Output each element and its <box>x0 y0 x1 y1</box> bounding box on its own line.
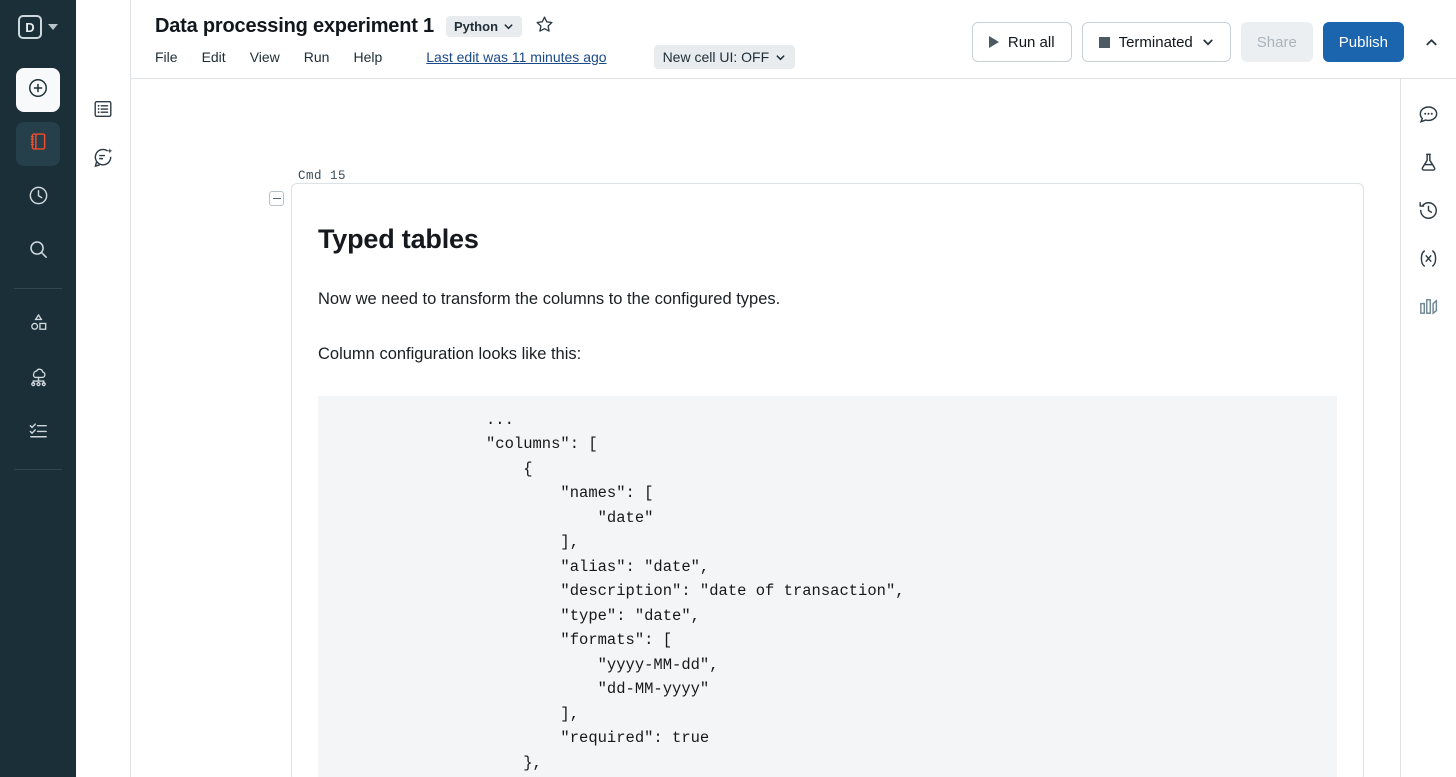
search-icon <box>27 238 50 266</box>
chevron-down-icon <box>1203 39 1213 46</box>
table-of-contents-icon[interactable] <box>90 96 116 122</box>
menu-item-run[interactable]: Run <box>303 49 330 65</box>
play-icon <box>988 36 999 48</box>
cell-collapse-toggle[interactable] <box>269 191 284 206</box>
workspace-icon <box>28 131 49 157</box>
catalog-icon <box>27 311 50 339</box>
brand-logo[interactable]: D <box>0 0 76 54</box>
markdown-heading: Typed tables <box>318 224 479 254</box>
notebook-cell[interactable]: Typed tables Now we need to transform th… <box>291 183 1364 777</box>
menu-item-edit[interactable]: Edit <box>201 49 226 65</box>
menu-item-help[interactable]: Help <box>353 49 383 65</box>
sidebar-item-workflows[interactable] <box>16 357 60 401</box>
language-label: Python <box>453 18 499 34</box>
page-title[interactable]: Data processing experiment 1 <box>155 14 434 37</box>
notebook-body: Cmd 15 Typed tables Now we need to trans… <box>131 79 1400 777</box>
stop-square-icon <box>1098 36 1110 48</box>
menu-item-file[interactable]: File <box>155 49 178 65</box>
sidebar-item-catalog[interactable] <box>16 303 60 347</box>
chevron-down-icon <box>504 23 513 29</box>
favorite-star-icon[interactable] <box>534 14 555 39</box>
logo-badge: D <box>18 15 42 39</box>
header-title-row: Data processing experiment 1 Python <box>155 0 1456 42</box>
markdown-paragraph-2: Column configuration looks like this: <box>318 345 582 364</box>
logo-caret-icon <box>48 24 58 30</box>
menu-item-view[interactable]: View <box>249 49 280 65</box>
code-block: ... "columns": [ { "names": [ "date" ], … <box>318 395 1337 777</box>
new-cell-ui-toggle[interactable]: New cell UI: OFF <box>653 45 796 69</box>
publish-button[interactable]: Publish <box>1322 22 1404 62</box>
rail-divider-1 <box>14 288 62 289</box>
cell-command-label: Cmd 15 <box>298 169 347 183</box>
comments-icon[interactable] <box>1416 101 1442 127</box>
sidebar-item-workspace[interactable] <box>16 122 60 166</box>
language-selector[interactable]: Python <box>445 15 523 37</box>
header-menu-row: File Edit View Run Help Last edit was 11… <box>155 42 1456 72</box>
variables-icon[interactable] <box>1416 245 1442 271</box>
sidebar-item-tasks[interactable] <box>16 411 60 455</box>
workflows-icon <box>27 365 50 393</box>
run-all-label: Run all <box>1007 33 1055 51</box>
sidebar-item-recents[interactable] <box>16 176 60 220</box>
minus-icon <box>272 198 281 199</box>
last-edit-link[interactable]: Last edit was 11 minutes ago <box>426 49 607 65</box>
notebook-tool-strip <box>76 0 131 777</box>
right-tool-rail <box>1400 79 1456 777</box>
main-column: Data processing experiment 1 Python File… <box>131 0 1456 777</box>
cluster-status-label: Terminated <box>1118 33 1193 51</box>
data-profile-icon[interactable] <box>1416 293 1442 319</box>
markdown-paragraph-1: Now we need to transform the columns to … <box>318 290 781 308</box>
left-nav-rail: D <box>0 0 76 777</box>
mlflow-experiment-icon[interactable] <box>1416 149 1442 175</box>
rail-divider-2 <box>14 469 62 470</box>
run-all-button[interactable]: Run all <box>971 22 1072 62</box>
recents-icon <box>27 184 50 212</box>
header-actions: Run all Terminated Share Publish <box>971 22 1448 62</box>
collapse-header-chevron-up-icon[interactable] <box>1414 25 1448 59</box>
share-button[interactable]: Share <box>1240 22 1313 62</box>
new-icon <box>27 77 49 104</box>
sidebar-item-new[interactable] <box>16 68 60 112</box>
menubar: File Edit View Run Help <box>155 49 382 65</box>
new-cell-ui-label: New cell UI: OFF <box>662 49 770 65</box>
chevron-down-icon <box>776 54 785 60</box>
sidebar-item-search[interactable] <box>16 230 60 274</box>
tasks-icon <box>27 419 50 447</box>
cluster-status-button[interactable]: Terminated <box>1081 22 1231 62</box>
notebook-header: Data processing experiment 1 Python File… <box>131 0 1456 79</box>
assistant-icon[interactable] <box>90 144 116 170</box>
revision-history-icon[interactable] <box>1416 197 1442 223</box>
